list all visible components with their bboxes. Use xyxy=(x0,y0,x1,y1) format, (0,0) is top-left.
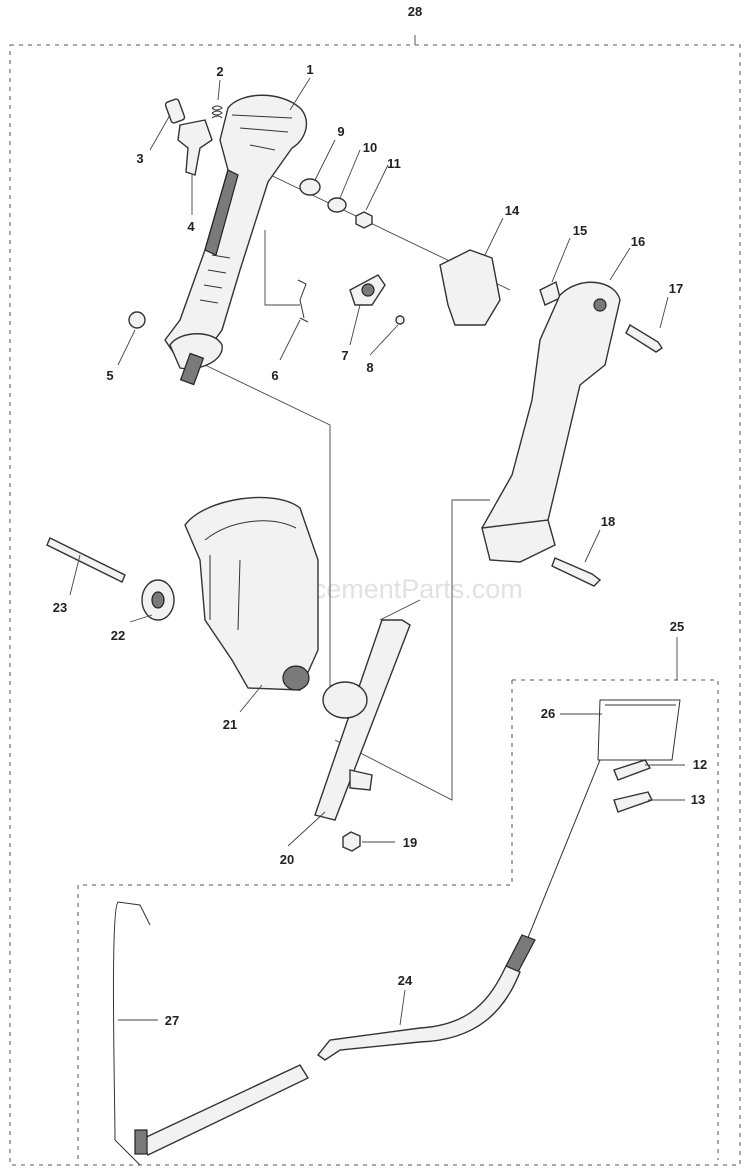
callout-28: 28 xyxy=(408,4,422,19)
tube-part-20 xyxy=(314,619,411,821)
callout-14: 14 xyxy=(505,203,520,218)
callout-18: 18 xyxy=(601,514,615,529)
wire-part-6 xyxy=(297,279,309,323)
callout-25: 25 xyxy=(670,619,684,634)
housing-part-21 xyxy=(184,496,319,691)
callout-27: 27 xyxy=(165,1013,179,1028)
callout-9: 9 xyxy=(337,124,344,139)
front-handle-part-16 xyxy=(481,281,621,563)
nut-part-19 xyxy=(342,831,361,852)
washer-part-10 xyxy=(327,197,347,213)
gear-part-22 xyxy=(141,579,175,621)
cable-part-24 xyxy=(316,759,601,1061)
pin-part-3 xyxy=(164,98,186,124)
callout-13: 13 xyxy=(691,792,705,807)
callout-15: 15 xyxy=(573,223,587,238)
callout-6: 6 xyxy=(271,368,278,383)
assembly-frame xyxy=(9,44,741,1166)
callout-4: 4 xyxy=(187,219,195,234)
subassembly-frame xyxy=(77,679,719,1160)
callout-26: 26 xyxy=(541,706,555,721)
callout-7: 7 xyxy=(341,348,348,363)
clip-part-13 xyxy=(613,791,653,813)
screw-part-17 xyxy=(625,324,663,353)
knob-part-7 xyxy=(349,274,386,306)
screw-part-18 xyxy=(551,557,602,587)
callout-8: 8 xyxy=(366,360,373,375)
bolt-part-23 xyxy=(46,537,126,583)
spring-part-2 xyxy=(211,105,223,119)
callout-11: 11 xyxy=(387,156,401,171)
callout-19: 19 xyxy=(403,835,417,850)
callout-10: 10 xyxy=(363,140,377,155)
callout-23: 23 xyxy=(53,600,67,615)
callout-5: 5 xyxy=(106,368,113,383)
callout-2: 2 xyxy=(216,64,223,79)
callout-17: 17 xyxy=(669,281,683,296)
nut-part-11 xyxy=(355,211,373,229)
rod-part-27 xyxy=(112,901,310,1166)
callout-22: 22 xyxy=(111,628,125,643)
callout-20: 20 xyxy=(280,852,294,867)
washer-part-9 xyxy=(299,178,321,196)
callout-12: 12 xyxy=(693,757,707,772)
callout-16: 16 xyxy=(631,234,645,249)
handle-bracket-part-1 xyxy=(164,94,308,386)
nut-part-5 xyxy=(128,311,146,329)
callout-21: 21 xyxy=(223,717,237,732)
trigger-part-4 xyxy=(177,119,213,176)
callout-3: 3 xyxy=(136,151,143,166)
callout-labels: 28 1 2 3 4 5 6 7 8 9 10 11 14 15 16 17 1… xyxy=(53,4,707,1028)
bracket-part-26 xyxy=(597,699,681,761)
callout-24: 24 xyxy=(398,973,413,988)
screw-part-8 xyxy=(395,315,405,325)
callout-leaders xyxy=(69,77,685,1026)
callout-1: 1 xyxy=(306,62,313,77)
clamp-part-14 xyxy=(439,249,501,326)
clip-part-12 xyxy=(613,759,652,781)
